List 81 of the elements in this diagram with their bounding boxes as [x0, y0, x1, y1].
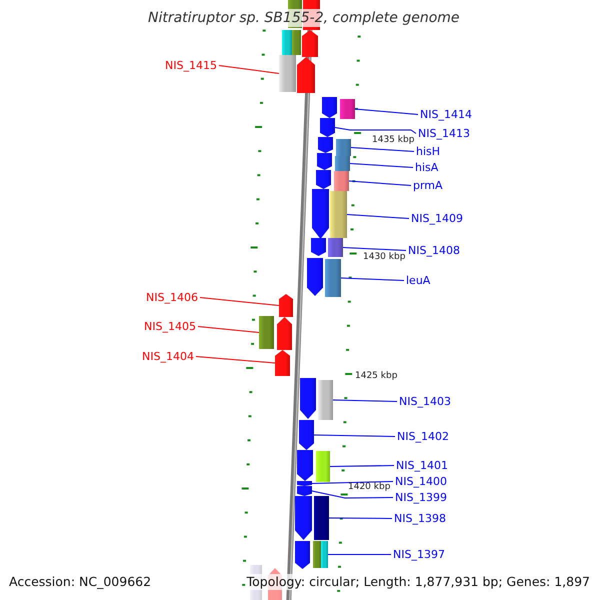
gene-segment — [279, 294, 293, 317]
gene-segment — [312, 189, 329, 239]
leader-line — [218, 65, 280, 74]
gene-segment — [318, 137, 333, 153]
scale-label: 1420 kbp — [348, 482, 390, 492]
gene-block — [321, 541, 328, 568]
gene-label: NIS_1406 — [146, 291, 198, 304]
leader-line — [328, 554, 392, 555]
gene-block — [334, 171, 349, 191]
gene-label: prmA — [413, 179, 443, 192]
gene-label: hisA — [415, 161, 438, 174]
gene-label: NIS_1399 — [395, 491, 447, 504]
gene-segment — [311, 238, 326, 256]
gene-block — [330, 191, 347, 238]
gene-block — [318, 380, 333, 420]
gene-segment — [316, 170, 331, 189]
gene-label: NIS_1404 — [142, 350, 194, 363]
gene-label: NIS_1409 — [411, 212, 463, 225]
leader-line — [328, 518, 392, 519]
leader-line — [342, 247, 406, 251]
leader-line — [334, 127, 416, 134]
gene-label: NIS_1401 — [396, 459, 448, 472]
gene-label: NIS_1400 — [395, 475, 447, 488]
gene-block — [314, 496, 329, 540]
leader-line — [312, 481, 394, 484]
gene-segment — [297, 57, 315, 93]
leader-line — [198, 326, 260, 333]
gene-block — [292, 30, 301, 55]
gene-label: NIS_1413 — [418, 127, 470, 140]
gene-label: NIS_1415 — [165, 59, 217, 72]
leader-line — [354, 108, 418, 115]
scale-label: 1425 kbp — [355, 371, 398, 381]
gene-block — [328, 238, 343, 257]
accession-text: Accession: NC_009662 — [9, 574, 152, 590]
leader-line — [196, 356, 276, 364]
leader-line — [330, 465, 394, 467]
gene-label: NIS_1405 — [144, 320, 196, 333]
gene-segment — [275, 350, 290, 376]
gene-block — [335, 156, 350, 171]
gene-label: NIS_1408 — [408, 244, 460, 257]
gene-block — [316, 451, 330, 482]
gene-label: NIS_1398 — [394, 512, 446, 525]
gene-label: leuA — [406, 274, 430, 287]
gene-block — [313, 541, 321, 568]
leader-line — [200, 297, 280, 306]
gene-segment — [277, 317, 292, 350]
gene-segment — [307, 258, 323, 296]
genome-info-text: Topology: circular; Length: 1,877,931 bp; Genes: 1,897 — [246, 574, 590, 590]
gene-segment — [317, 153, 332, 170]
leader-line — [332, 400, 398, 402]
leader-line — [348, 180, 412, 186]
gene-segment — [300, 378, 316, 419]
gene-segment — [295, 496, 312, 540]
scale-label: 1435 kbp — [372, 135, 414, 145]
gene-segment — [299, 420, 314, 450]
leader-line — [340, 278, 404, 281]
gene-block — [279, 55, 296, 92]
gene-segment — [302, 30, 318, 57]
gene-block — [340, 99, 355, 119]
gene-label: NIS_1414 — [420, 108, 472, 121]
gene-label: NIS_1403 — [399, 395, 451, 408]
leader-line — [346, 214, 410, 219]
gene-block — [336, 139, 351, 156]
leader-line — [314, 434, 396, 437]
gene-label: hisH — [416, 145, 440, 158]
gene-label: NIS_1402 — [397, 430, 449, 443]
gene-segment — [320, 118, 335, 137]
gene-block — [259, 316, 274, 349]
gene-label: NIS_1397 — [393, 548, 445, 561]
gene-segment — [322, 97, 337, 118]
gene-segment — [295, 541, 310, 569]
gene-segment — [297, 450, 313, 481]
leader-line — [350, 147, 414, 152]
gene-segment — [297, 486, 312, 496]
map-title: Nitratiruptor sp. SB155-2, complete genome — [146, 9, 462, 27]
scale-label: 1430 kbp — [363, 252, 406, 262]
gene-block — [282, 30, 292, 55]
leader-line — [350, 163, 414, 168]
gene-segment — [297, 481, 312, 486]
gene-block — [325, 259, 341, 297]
leader-line — [312, 490, 394, 498]
